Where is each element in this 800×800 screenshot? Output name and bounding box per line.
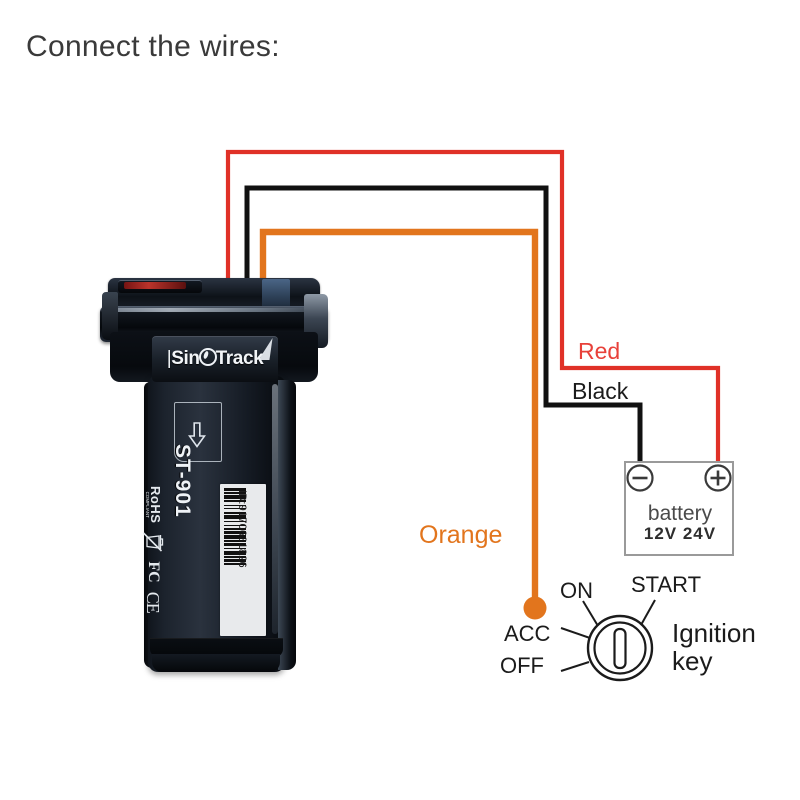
battery-positive-terminal-icon [704,464,732,492]
ignition-position-off-label: OFF [500,653,544,678]
black-wire-path [244,185,643,466]
device-cap-red-accent [124,282,186,289]
black-wire-label: Black [572,378,629,404]
orange-wire-path [259,228,539,604]
barcode-strip-icon [224,488,246,632]
device-model-text: ST-901 [171,444,194,518]
device-bottom-foot [152,654,280,672]
ce-mark-icon: CE [143,591,164,613]
battery-voltage-label: 12V 24V [643,524,717,543]
device-brand-logo: |Sin Track [156,346,274,370]
orange-wire-label: Orange [419,521,503,549]
page-title: Connect the wires: [26,30,280,63]
device-barcode-label: ID:9170631826 [220,484,266,636]
ignition-key-caption-line2: key [672,645,713,676]
tick-on [582,600,599,627]
device-cap-blue-accent [262,279,290,309]
sim-insert-down-arrow-icon [188,422,206,448]
ignition-key-caption: Ignition key [672,618,756,676]
weee-crossed-bin-icon [142,532,164,552]
ignition-key-switch-icon[interactable] [586,614,654,682]
device-sim-slot-outline [174,402,222,462]
battery-negative-terminal-icon [626,464,654,492]
brand-text-a: Sin [171,348,200,369]
tick-start [640,599,656,626]
tick-acc [560,627,591,639]
brand-globe-icon [198,348,217,366]
ignition-position-start-label: START [631,572,702,597]
red-wire-label: Red [578,338,621,364]
ignition-position-ticks [560,599,656,672]
device-flange-tab-left [102,292,118,340]
brand-bar-glyph: | [166,348,172,369]
red-wire-path [225,149,721,466]
device-body-highlight [272,384,278,634]
tick-off [560,661,590,672]
device-flange-highlight [104,308,324,312]
device-body-right-edge [278,380,296,670]
orange-wire-terminal-dot [523,596,547,620]
device-bottom-band [150,638,283,657]
ignition-key-caption-line1: Ignition [672,618,756,648]
ignition-position-acc-label: ACC [504,621,551,646]
battery-label: battery [647,502,713,525]
brand-text-b: Track [215,348,264,369]
ignition-position-on-label: ON [560,578,593,603]
fcc-mark-icon: FC [145,561,162,583]
device-barcode-id-text: ID:9170631826 [236,490,248,568]
